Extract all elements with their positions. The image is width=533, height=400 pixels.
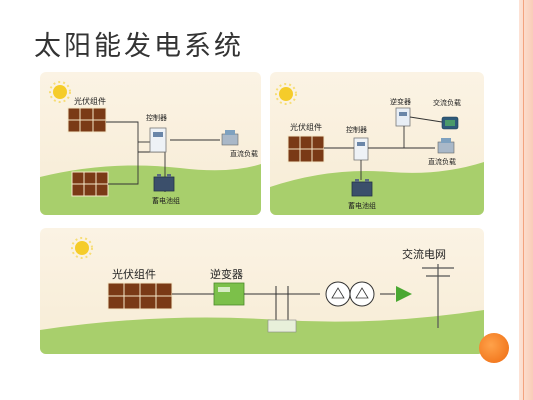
solar-panel-icon — [71, 171, 109, 197]
battery-icon — [351, 179, 373, 197]
controller-icon — [149, 127, 167, 153]
inverter-label: 逆变器 — [210, 267, 243, 281]
ac-dc-system-diagram: 逆变器 交流负载 光伏组件 控制器 直流负载 蓄电池组 — [270, 72, 484, 215]
sun-icon — [71, 237, 93, 259]
grid-label: 交流电网 — [402, 247, 446, 261]
ground-hill — [40, 310, 484, 354]
ac-load-icon — [441, 116, 459, 130]
inverter-label: 逆变器 — [390, 97, 411, 106]
sun-icon — [49, 81, 71, 103]
dc-load-label: 直流负载 — [428, 157, 456, 166]
solar-panel-icon — [107, 282, 173, 310]
pv-label: 光伏组件 — [290, 122, 322, 132]
ground-hill — [270, 162, 484, 215]
battery-icon — [153, 174, 175, 192]
inverter-icon — [213, 282, 245, 306]
slide-edge-decoration — [519, 0, 533, 400]
dc-load-icon — [437, 138, 455, 154]
battery-label: 蓄电池组 — [152, 196, 180, 205]
controller-label: 控制器 — [146, 113, 167, 122]
wiring — [172, 286, 395, 320]
ac-load-label: 交流负载 — [433, 98, 461, 107]
controller-label: 控制器 — [346, 125, 367, 134]
dc-load-icon — [221, 130, 239, 146]
meter-icon — [267, 319, 297, 333]
battery-label: 蓄电池组 — [348, 201, 376, 210]
grid-system-diagram: 光伏组件 逆变器 交流电网 — [40, 228, 484, 354]
slide-title: 太阳能发电系统 — [34, 31, 244, 62]
inverter-icon — [395, 107, 411, 127]
grid-arrow-icon — [396, 286, 412, 302]
sun-icon — [275, 83, 297, 105]
pv-label: 光伏组件 — [112, 267, 156, 281]
dc-system-diagram: 光伏组件 控制器 直流负载 蓄电池组 — [40, 72, 261, 215]
transformer-icon — [325, 281, 375, 307]
controller-icon — [353, 137, 369, 161]
slide-decoration-dot — [479, 333, 509, 363]
solar-panel-icon — [287, 135, 325, 163]
wiring — [324, 116, 443, 180]
solar-panel-icon — [67, 107, 107, 133]
slide-edge-line — [523, 0, 524, 400]
pv-label: 光伏组件 — [74, 96, 106, 106]
dc-load-label: 直流负载 — [230, 149, 258, 158]
utility-pole-icon — [422, 264, 454, 328]
